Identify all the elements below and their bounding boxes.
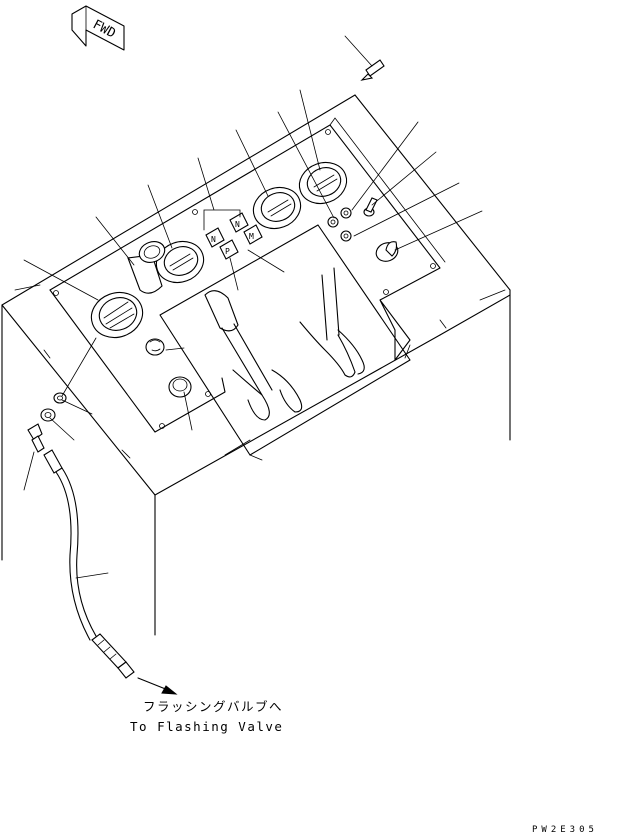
switch-m: M <box>243 224 263 245</box>
destination-arrow <box>137 677 178 695</box>
switch-n2: N <box>229 212 249 233</box>
fwd-arrow: FWD <box>71 5 125 51</box>
gauge-center <box>252 186 302 230</box>
elbow-fitting <box>27 423 45 453</box>
pilot-lamp <box>145 338 165 356</box>
bolt <box>360 59 385 81</box>
small-knob-3 <box>340 230 352 242</box>
travel-lever-left <box>204 290 303 421</box>
switch-p-label: P <box>225 247 230 256</box>
travel-lever-right <box>299 267 365 378</box>
nut <box>40 408 56 422</box>
switch-n1-label: N <box>211 235 216 244</box>
switch-p: P <box>219 239 239 260</box>
instrument-panel <box>49 117 446 433</box>
washer <box>53 392 67 404</box>
switch-n1: N <box>205 227 225 248</box>
switch-n2-label: N <box>235 220 240 229</box>
leader-lines <box>23 35 483 579</box>
round-button <box>168 376 192 398</box>
hose <box>43 449 135 679</box>
toggle-switch <box>363 197 378 217</box>
switch-m-label: M <box>249 232 254 241</box>
destination-note-japanese: フラッシングバルブへ <box>143 699 283 714</box>
gauge-left <box>90 291 144 339</box>
key-switch <box>375 241 399 262</box>
gauge-right <box>298 161 348 205</box>
drawing-code: PW2E305 <box>532 825 598 835</box>
destination-note-english: To Flashing Valve <box>130 719 283 734</box>
cylinder-knob <box>127 241 166 294</box>
lever-opening <box>159 224 411 461</box>
gauge-center-left <box>155 240 205 284</box>
console-body <box>1 94 511 636</box>
small-knob-1 <box>327 216 339 228</box>
small-knob-2 <box>340 207 352 219</box>
